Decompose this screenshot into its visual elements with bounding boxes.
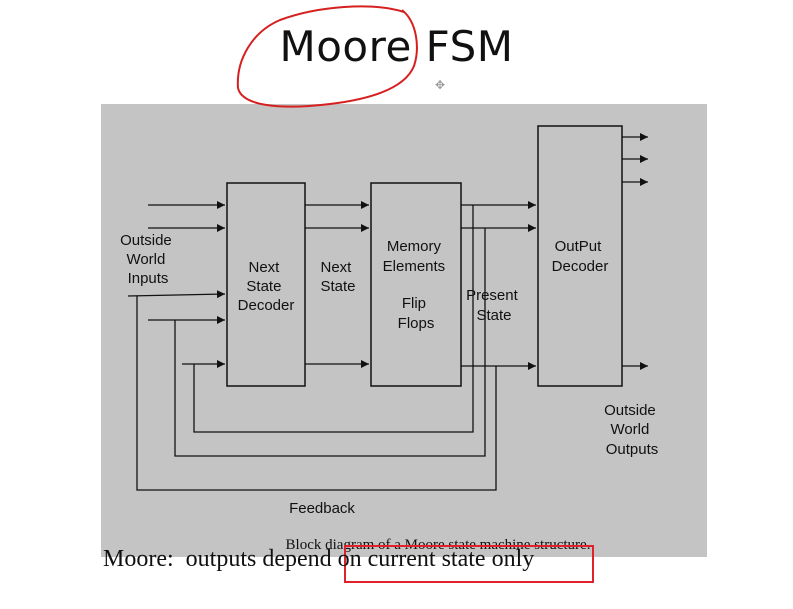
bottom-statement: Moore: outputs depend on current state o… — [103, 546, 535, 572]
figure-background — [101, 104, 707, 557]
output-decoder-block — [537, 125, 623, 387]
next-state-decoder-block — [226, 182, 306, 387]
outside-world-inputs-label: Outside World Inputs — [120, 232, 176, 287]
feedback-label: Feedback — [289, 500, 355, 517]
outside-world-outputs-label: Outside World Outputs — [604, 402, 660, 458]
next-state-label: Next State — [320, 259, 355, 295]
memory-elements-block — [370, 182, 462, 387]
slide-title: Moore FSM — [279, 22, 514, 71]
input-arrow — [127, 290, 226, 299]
present-state-label: Present State — [466, 287, 522, 324]
feedback-line — [174, 228, 486, 457]
highlight-box-annotation — [344, 545, 594, 583]
title-circle-annotation — [236, 5, 418, 108]
memory-elements-label: Memory Elements Flip Flops — [383, 238, 450, 332]
output-decoder-label: OutPut Decoder — [552, 238, 609, 275]
feedback-line — [136, 296, 497, 491]
next-state-decoder-label: Next State Decoder — [238, 259, 295, 314]
cursor-icon: ✥ — [435, 78, 445, 92]
feedback-line — [193, 205, 474, 433]
